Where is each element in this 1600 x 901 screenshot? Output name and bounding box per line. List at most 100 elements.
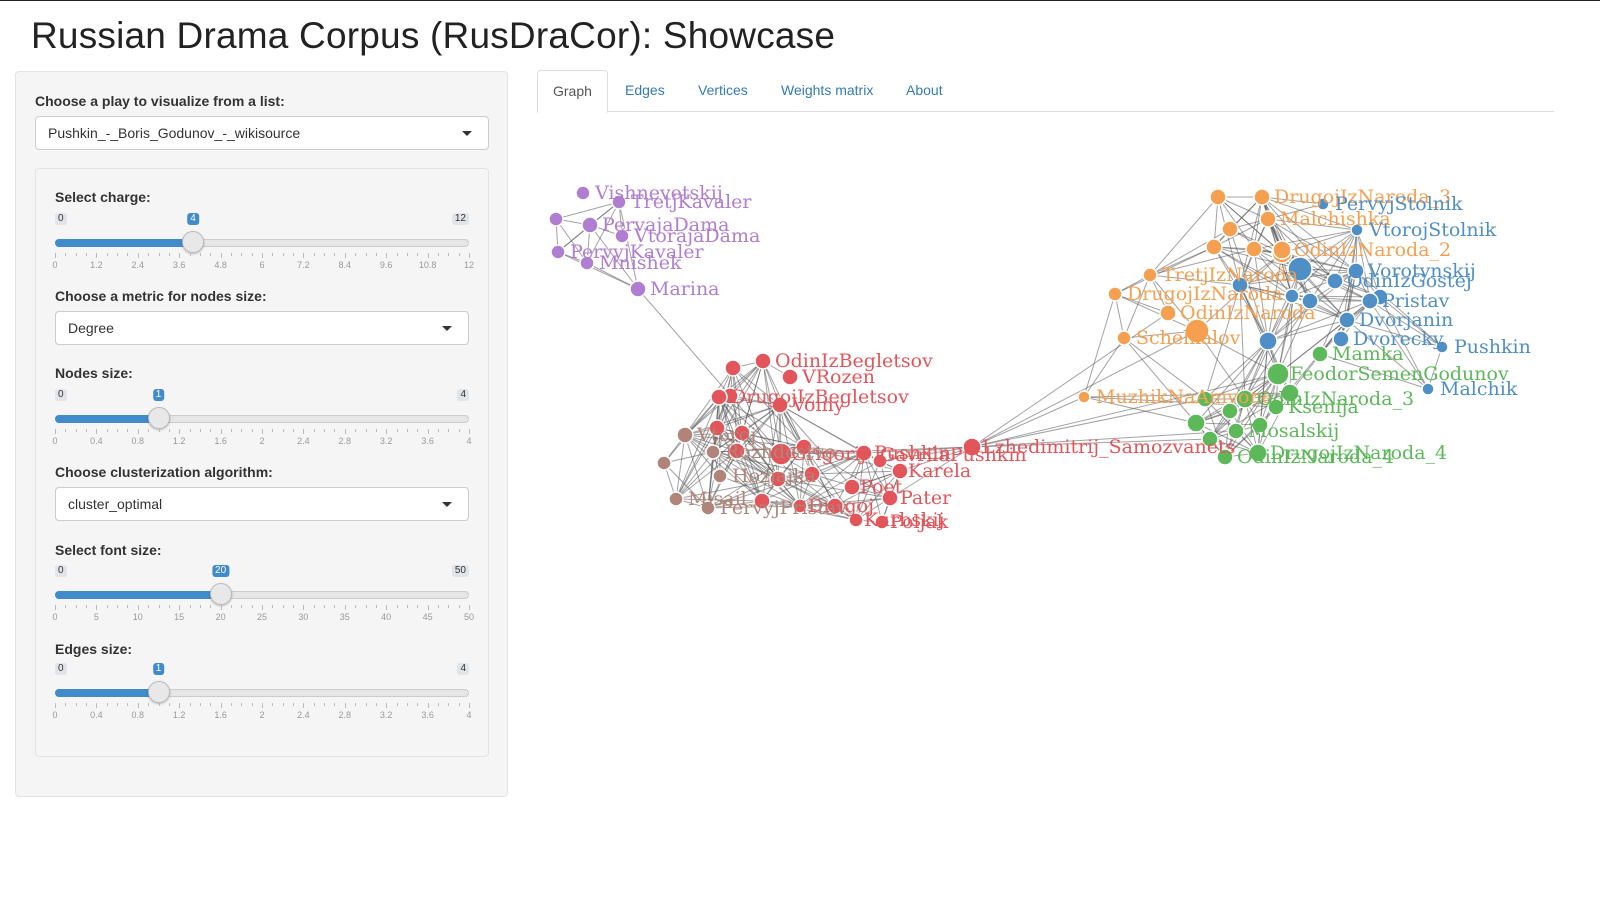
graph-node[interactable] <box>1205 238 1223 256</box>
graph-node[interactable] <box>668 491 684 507</box>
graph-node[interactable] <box>1258 331 1278 351</box>
graph-node[interactable] <box>1280 383 1300 403</box>
graph-node[interactable] <box>1186 413 1206 433</box>
graph-node[interactable] <box>1116 330 1132 346</box>
graph-node[interactable] <box>874 514 890 530</box>
graph-node[interactable] <box>771 396 789 414</box>
tab-about[interactable]: About <box>906 82 943 98</box>
graph-node[interactable] <box>1251 416 1269 434</box>
graph-node[interactable] <box>611 194 627 210</box>
graph-node[interactable] <box>1209 188 1227 206</box>
graph-node[interactable] <box>1311 345 1329 363</box>
graph-edge <box>684 367 734 436</box>
graph-node[interactable] <box>1221 402 1239 420</box>
graph-node[interactable] <box>1201 430 1219 448</box>
graph-node[interactable] <box>1361 292 1379 310</box>
tab-edges[interactable]: Edges <box>625 82 665 98</box>
graph-node[interactable] <box>1107 286 1123 302</box>
tab-weights-matrix[interactable]: Weights matrix <box>781 82 874 98</box>
graph-node[interactable] <box>881 489 899 507</box>
graph-node[interactable] <box>792 498 808 514</box>
graph-node[interactable] <box>676 426 694 444</box>
slider-tick <box>293 703 295 706</box>
metric-select[interactable]: Degree <box>55 311 469 345</box>
graph-node[interactable] <box>712 468 728 484</box>
play-select[interactable]: Pushkin_-_Boris_Godunov_-_wikisource <box>35 116 489 150</box>
graph-node[interactable] <box>1259 210 1277 228</box>
graph-node[interactable] <box>708 419 726 437</box>
graph-node[interactable] <box>1216 448 1234 466</box>
graph-node[interactable] <box>733 424 751 442</box>
graph-node[interactable] <box>728 442 746 460</box>
tab-vertices[interactable]: Vertices <box>698 82 748 98</box>
graph-node[interactable] <box>1316 197 1330 211</box>
graph-node[interactable] <box>1248 443 1268 463</box>
graph-node[interactable] <box>614 228 630 244</box>
graph-node[interactable] <box>1231 276 1249 294</box>
graph-node[interactable] <box>1284 288 1300 304</box>
graph-node[interactable] <box>1272 240 1292 260</box>
cluster-select[interactable]: cluster_optimal <box>55 487 469 521</box>
slider-handle[interactable] <box>147 407 170 429</box>
graph-node[interactable] <box>1159 304 1177 322</box>
graph-node[interactable] <box>1350 223 1364 237</box>
slider-tick-label: 2.4 <box>131 260 145 270</box>
graph-edge <box>799 446 805 507</box>
graph-node[interactable] <box>753 492 771 510</box>
graph-node[interactable] <box>575 185 591 201</box>
slider-handle[interactable] <box>182 231 204 253</box>
graph-node[interactable] <box>1267 398 1285 416</box>
graph-edge <box>1229 228 1301 270</box>
graph-node[interactable] <box>1332 330 1350 348</box>
graph-node[interactable] <box>872 453 888 469</box>
graph-node[interactable] <box>1077 390 1091 404</box>
graph-node[interactable] <box>1301 292 1319 310</box>
graph-node[interactable] <box>1184 318 1210 344</box>
graph-edge <box>1253 248 1269 342</box>
graph-node[interactable] <box>629 280 647 298</box>
graph-node[interactable] <box>855 444 873 462</box>
graph-node[interactable] <box>754 352 772 370</box>
graph-node[interactable] <box>581 216 599 234</box>
slider-handle[interactable] <box>147 681 170 703</box>
slider-handle[interactable] <box>209 583 232 605</box>
graph-node[interactable] <box>769 442 793 466</box>
graph-node[interactable] <box>1287 256 1313 282</box>
graph-node[interactable] <box>795 438 813 456</box>
graph-node[interactable] <box>1235 389 1255 409</box>
graph-node[interactable] <box>891 462 909 480</box>
graph-node[interactable] <box>1142 267 1158 283</box>
graph-node[interactable] <box>548 211 564 227</box>
graph-node[interactable] <box>579 255 595 271</box>
tab-graph[interactable]: Graph <box>537 70 608 113</box>
graph-node[interactable] <box>803 465 821 483</box>
graph-node[interactable] <box>1266 362 1290 386</box>
graph-node[interactable] <box>1421 382 1435 396</box>
graph-node[interactable] <box>1326 272 1344 290</box>
graph-node[interactable] <box>656 455 672 471</box>
graph-node[interactable] <box>1221 220 1239 238</box>
graph-node[interactable] <box>710 388 728 406</box>
graph-node[interactable] <box>1347 262 1365 280</box>
graph-node[interactable] <box>1245 240 1263 258</box>
graph-node[interactable] <box>1253 188 1271 206</box>
graph-node[interactable] <box>826 497 844 515</box>
graph-node[interactable] <box>705 444 721 460</box>
graph-node[interactable] <box>781 368 799 386</box>
graph-node[interactable] <box>550 244 566 260</box>
graph-node[interactable] <box>1435 340 1449 354</box>
graph-node[interactable] <box>1338 311 1356 329</box>
graph-node[interactable] <box>843 478 861 496</box>
graph-node[interactable] <box>769 470 787 488</box>
graph-node[interactable] <box>848 512 864 528</box>
graph-node[interactable] <box>1227 422 1245 440</box>
graph-node[interactable] <box>724 359 742 377</box>
graph-node[interactable] <box>1196 390 1214 408</box>
graph-node[interactable] <box>962 437 982 457</box>
graph-node[interactable] <box>700 500 716 516</box>
